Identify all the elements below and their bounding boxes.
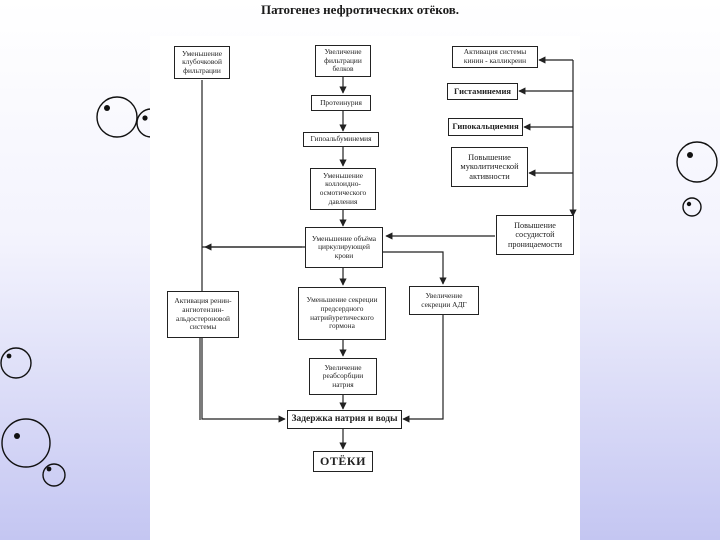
natriuretic-hormone-box: Уменьшение секреции предсердного натрийу… [298,287,386,340]
bubble [682,197,702,217]
adh-box: Увеличение секреции АДГ [409,286,479,315]
histaminemia-box: Гистаминемия [447,83,518,100]
raas-box: Активация ренин-ангиотензин-альдостероно… [167,291,239,338]
arrow-filtration-to-retention [201,80,286,423]
bubble-dot [6,353,12,359]
bubble-dot [142,115,148,121]
kinin-system-box: Активация системы кинин - калликреин [452,46,538,68]
bubble [96,96,138,138]
vascular-permeability-box: Повышение сосудистой проницаемости [496,215,574,255]
arrow-volume-to-adh [383,251,447,285]
bubble [42,463,66,487]
bubble [1,418,51,468]
hypocalcemia-box: Гипокальциемия [448,118,523,136]
retention-box: Задержка натрия и воды [287,410,402,429]
page-title: Патогенез нефротических отёков. [260,2,460,17]
protein-filtration-box: Увеличение фильтрации белков [315,45,371,77]
bubble-dot [46,466,52,472]
hypoalbuminemia-box: Гипоальбуминемия [303,132,379,147]
oncotic-pressure-box: Уменьшение коллоидно-осмотического давле… [310,168,376,210]
bubble-dot [14,433,20,439]
plasma-volume-box: Уменьшение объёма циркулирующей крови [305,227,383,268]
proteinuria-box: Протеинурия [311,95,371,111]
bubble-dot [104,105,110,111]
mucolytic-activity-box: Повышение муколитической активности [451,147,528,187]
filtration-decrease-box: Уменьшение клубочковой фильтрации [174,46,230,79]
sodium-reabsorption-box: Увеличение реабсорбции натрия [309,358,377,395]
bubble-dot [687,152,693,158]
bubble [676,141,718,183]
bubble-dot [686,201,692,207]
edema-box: ОТЁКИ [313,451,373,472]
bubble [0,347,32,379]
arrow-adh-to-retention [402,315,444,423]
